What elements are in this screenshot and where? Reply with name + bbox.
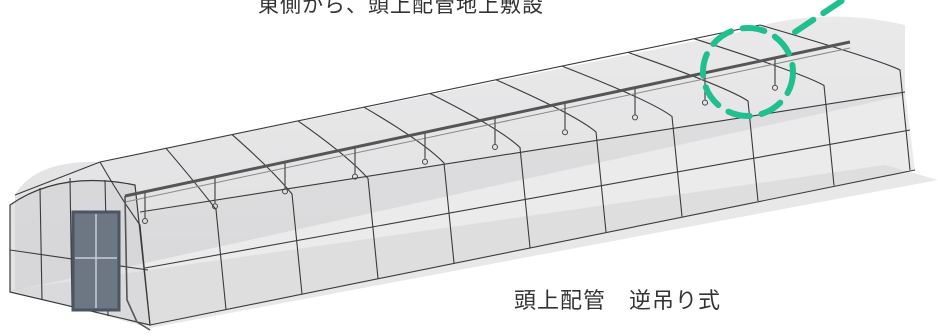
hoop	[627, 51, 759, 202]
sprinkler-head	[282, 162, 288, 195]
sprinkler-head	[492, 118, 498, 150]
hoop	[165, 147, 227, 310]
overhead-pipe	[124, 40, 851, 198]
sprinkler-head	[632, 88, 638, 121]
door	[71, 210, 121, 312]
hoop	[99, 161, 151, 326]
side-wall	[140, 92, 915, 325]
hoop	[759, 24, 911, 171]
sprinkler-head	[772, 58, 778, 91]
overhead-pipe-lower	[124, 47, 851, 203]
roof-surface	[15, 16, 905, 291]
hoop	[363, 106, 455, 264]
greenhouse-floor	[10, 165, 938, 328]
hoop	[693, 38, 835, 186]
sprinkler-head	[212, 177, 218, 210]
hoop	[429, 93, 531, 248]
hoop	[231, 134, 303, 295]
sprinkler-head	[142, 192, 148, 224]
sprinkler-head	[352, 147, 358, 180]
supply-pipe	[124, 195, 151, 331]
sprinkler-head	[562, 103, 568, 136]
highlight-marker	[700, 0, 849, 119]
sprinkler-head	[422, 132, 428, 165]
hoop	[561, 65, 683, 217]
title-caption: 東側から、頭上配管地上敷設	[258, 0, 544, 17]
subtitle-caption: 頭上配管 逆吊り式	[514, 289, 722, 314]
